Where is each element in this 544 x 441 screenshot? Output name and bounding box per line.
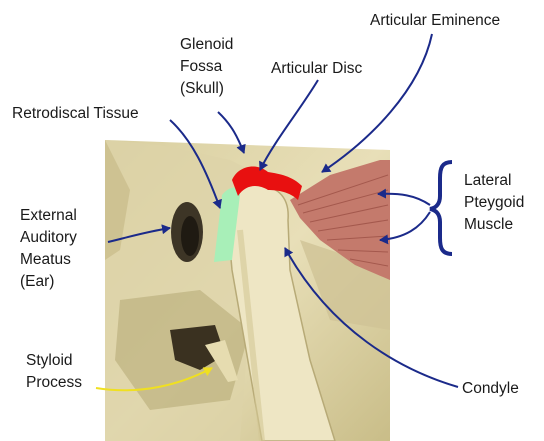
label-retrodiscal-tissue: Retrodiscal Tissue xyxy=(12,103,139,125)
label-condyle: Condyle xyxy=(462,378,519,400)
muscle-brace xyxy=(430,162,452,254)
label-lateral-pterygoid-muscle: Lateral Pteygoid Muscle xyxy=(464,170,524,236)
label-articular-disc: Articular Disc xyxy=(271,58,362,80)
label-external-auditory-meatus: External Auditory Meatus (Ear) xyxy=(20,205,77,293)
label-articular-eminence: Articular Eminence xyxy=(370,10,500,32)
label-styloid-process: Styloid Process xyxy=(26,350,82,394)
label-glenoid-fossa: Glenoid Fossa (Skull) xyxy=(180,34,233,100)
